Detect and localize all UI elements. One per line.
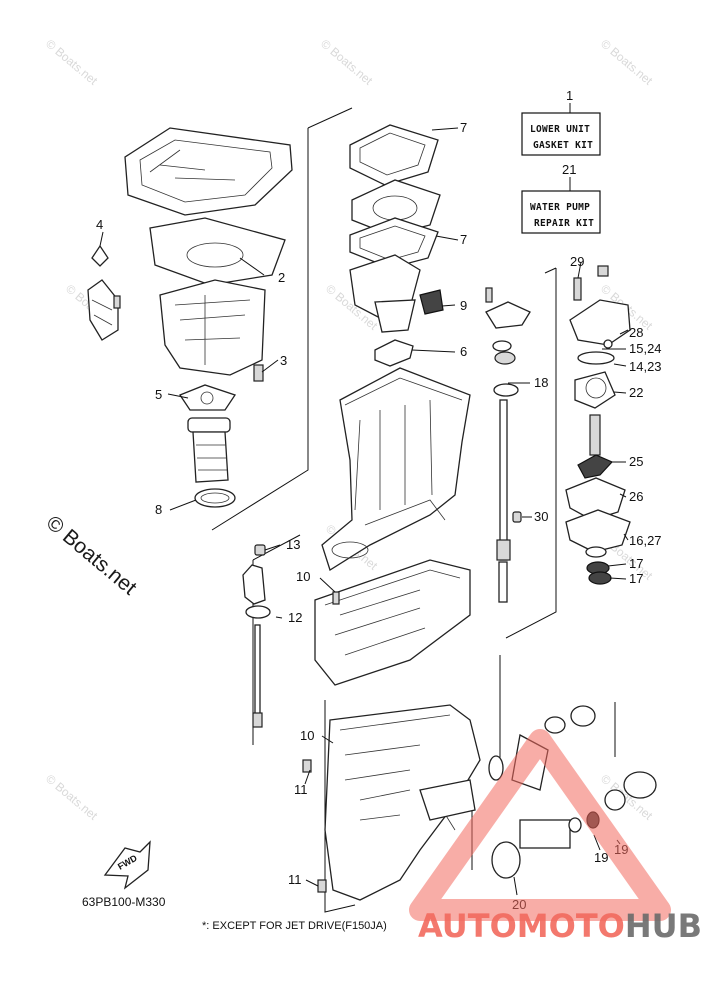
callout-30: 30	[534, 509, 548, 524]
figure-code: 63PB100-M330	[82, 895, 166, 909]
drive-shaft-assembly	[485, 287, 531, 603]
callout-22: 22	[629, 385, 643, 400]
kit-box-lower-unit-gasket: 1 LOWER UNIT GASKET KIT	[521, 88, 601, 156]
callout-4: 4	[96, 217, 103, 232]
callout-19: 19	[594, 850, 608, 865]
callout-17: 17	[629, 556, 643, 571]
callout-3: 3	[280, 353, 287, 368]
callout-14-23: 14,23	[629, 359, 662, 374]
callout-11: 11	[288, 872, 302, 887]
callout-29: 29	[570, 254, 584, 269]
watermark: © Boats.net	[43, 37, 101, 89]
shift-rod-assembly	[242, 544, 340, 755]
kit-label-line2: GASKET KIT	[533, 140, 593, 151]
callout-12: 12	[288, 610, 302, 625]
watermark: © Boats.net	[43, 772, 101, 824]
callout-25: 25	[629, 454, 643, 469]
callout-number: 21	[562, 162, 576, 177]
callout-7: 7	[460, 120, 467, 135]
callout-11: 11	[294, 782, 308, 797]
logo-part-hub: HUB	[625, 907, 702, 945]
kit-label-line1: LOWER UNIT	[530, 124, 590, 135]
callout-18: 18	[534, 375, 548, 390]
callout-10: 10	[300, 728, 314, 743]
watermark: © Boats.net	[598, 37, 656, 89]
callout-8: 8	[155, 502, 162, 517]
callout-leader-lines	[99, 127, 629, 896]
callout-17: 17	[629, 571, 643, 586]
callout-10: 10	[296, 569, 310, 584]
lower-plate	[314, 559, 471, 686]
callout-number: 1	[566, 88, 573, 103]
kit-label-line1: WATER PUMP	[530, 202, 590, 213]
callout-16-27: 16,27	[629, 533, 662, 548]
footnote: *: EXCEPT FOR JET DRIVE(F150JA)	[202, 920, 387, 932]
callout-13: 13	[286, 537, 300, 552]
callout-numbers: 2 3 4 5 6 7 7 8 9 10 10 11 11 12 13 14,2…	[96, 120, 662, 912]
logo-part-auto: AUTO	[418, 907, 517, 945]
gear-case	[302, 704, 481, 901]
kit-label-line2: REPAIR KIT	[534, 218, 594, 229]
callout-7: 7	[460, 232, 467, 247]
svg-text:AUTOMOTOHUB: AUTOMOTOHUB	[418, 907, 702, 945]
gasket-stack	[349, 124, 444, 367]
midsection-casing	[321, 367, 471, 571]
callout-9: 9	[460, 298, 467, 313]
callout-6: 6	[460, 344, 467, 359]
callout-15-24: 15,24	[629, 341, 662, 356]
water-pump-assembly	[565, 265, 631, 585]
automotohub-logo: AUTOMOTOHUB	[409, 729, 702, 945]
callout-5: 5	[155, 387, 162, 402]
callout-2: 2	[278, 270, 285, 285]
callout-26: 26	[629, 489, 643, 504]
kit-box-water-pump-repair: 21 WATER PUMP REPAIR KIT	[521, 162, 601, 234]
logo-part-moto: MOTO	[517, 907, 625, 945]
callout-28: 28	[629, 325, 643, 340]
watermark: © Boats.net	[318, 37, 376, 89]
fwd-arrow-icon: FWD	[103, 840, 151, 890]
upper-casing-assembly	[87, 127, 293, 508]
watermark-large: © Boats.net	[42, 511, 141, 599]
